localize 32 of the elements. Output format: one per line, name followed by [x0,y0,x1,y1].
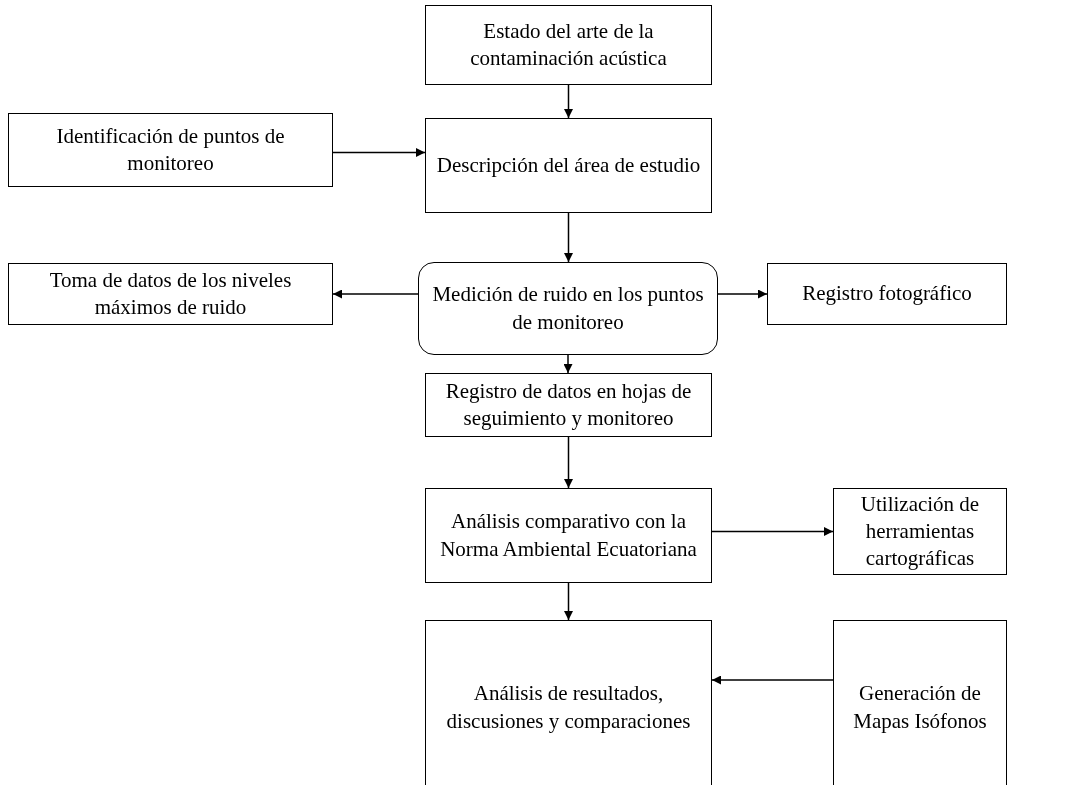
rounded-process-box [418,262,718,355]
arrow [564,212,573,263]
node-text: Descripción del área de estudio [436,151,701,179]
node-text: Utilización de herramientas cartográficas [859,490,981,573]
arrow [711,527,834,536]
arrow [332,148,426,157]
node-text: Medición de ruido en los puntos de monitoreo [431,281,705,336]
node-text: Análisis comparativo con la Norma Ambiental Ecuatoriana [439,508,698,563]
process-box [425,488,712,583]
process-box [8,263,333,325]
arrow [717,289,768,299]
node-text: Generación de Mapas Isófonos [852,680,988,735]
node-text: Toma de datos de los niveles máximos de ruido [48,266,293,321]
node-text: Identificación de puntos de monitoreo [55,122,286,177]
arrow [564,582,573,621]
process-box [425,5,712,85]
arrow [564,436,573,489]
process-box [425,118,712,213]
arrow [332,289,419,299]
process-box [425,373,712,437]
process-box [833,620,1007,785]
node-text: Registro de datos en hojas de seguimiento y monitoreo [444,377,693,432]
node-text: Registro fotográfico [802,280,972,308]
process-box [767,263,1007,325]
process-box [833,488,1007,575]
arrow [563,354,573,374]
process-box [8,113,333,187]
node-text: Estado del arte de la contaminación acústica [469,17,668,72]
arrow [711,675,834,685]
process-box [425,620,712,785]
node-text: Análisis de resultados, discusiones y comparaciones [445,680,692,735]
arrow [564,84,573,119]
